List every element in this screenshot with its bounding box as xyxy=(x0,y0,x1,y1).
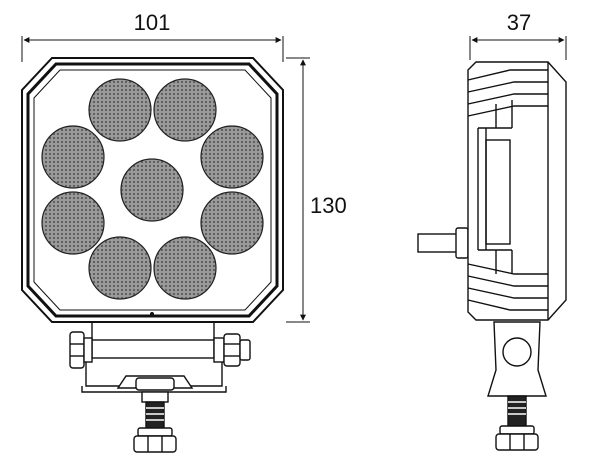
side-mount-foot xyxy=(487,321,547,397)
height-dimension xyxy=(286,57,310,323)
led-lens xyxy=(200,191,264,255)
led-lens xyxy=(41,125,105,189)
front-lens-panel xyxy=(33,69,272,311)
led-lens-group xyxy=(41,78,264,300)
side-mid-frame xyxy=(477,127,512,251)
led-lens xyxy=(153,78,217,142)
width-dimension xyxy=(21,36,284,62)
side-fins-top xyxy=(467,69,548,128)
depth-label: 37 xyxy=(507,10,531,35)
led-lens xyxy=(120,158,184,222)
led-lens xyxy=(88,78,152,142)
width-label: 101 xyxy=(134,10,171,35)
led-lens xyxy=(41,191,105,255)
front-view xyxy=(21,57,284,453)
led-lens xyxy=(88,236,152,300)
cable-gland xyxy=(417,227,469,259)
depth-dimension xyxy=(469,36,567,60)
side-fins-bottom xyxy=(467,250,548,311)
side-mount-stud xyxy=(495,395,539,451)
side-housing xyxy=(467,61,567,321)
led-lens xyxy=(200,125,264,189)
side-view xyxy=(417,61,567,451)
led-lens xyxy=(153,236,217,300)
front-left-bolt xyxy=(69,331,93,369)
front-screw-hole xyxy=(150,312,154,316)
front-right-bolt xyxy=(213,333,251,367)
front-mount-stud xyxy=(116,375,194,453)
height-label: 130 xyxy=(310,193,347,218)
front-housing-rim xyxy=(26,62,279,318)
